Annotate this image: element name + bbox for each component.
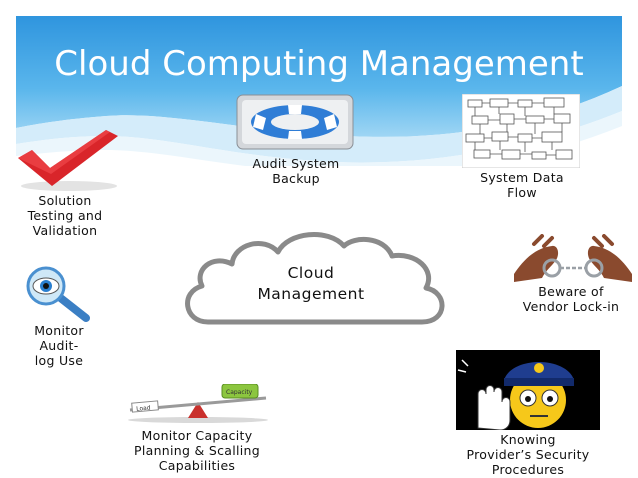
cloud-title: Cloud Management	[236, 263, 386, 305]
security-label: Knowing Provider’s Security Procedures	[466, 432, 590, 477]
flowchart-icon	[462, 94, 580, 168]
seesaw-left-word: Load	[136, 405, 151, 413]
monitor-audit-label: Monitor Audit- log Use	[34, 323, 84, 368]
magnifier-eye-icon	[26, 266, 90, 322]
vendor-lockin-label: Beware of Vendor Lock-in	[522, 284, 620, 314]
page-title: Cloud Computing Management	[54, 44, 584, 84]
seesaw-icon: Load Capacity	[128, 384, 268, 423]
handcuffs-icon	[512, 234, 634, 282]
seesaw-right-word: Capacity	[226, 389, 253, 396]
data-flow-label: System Data Flow	[480, 170, 564, 200]
cloud-shape	[185, 232, 445, 325]
checkmark-icon	[18, 130, 118, 191]
cloud-line-2: Management	[257, 285, 365, 303]
audit-backup-label: Audit System Backup	[252, 156, 340, 186]
lifebuoy-icon	[236, 94, 354, 150]
police-emoji-icon	[456, 350, 600, 430]
solution-testing-label: Solution Testing and Validation	[27, 193, 103, 238]
capacity-label: Monitor Capacity Planning & Scalling Cap…	[134, 428, 260, 473]
cloud-line-1: Cloud	[287, 264, 335, 282]
